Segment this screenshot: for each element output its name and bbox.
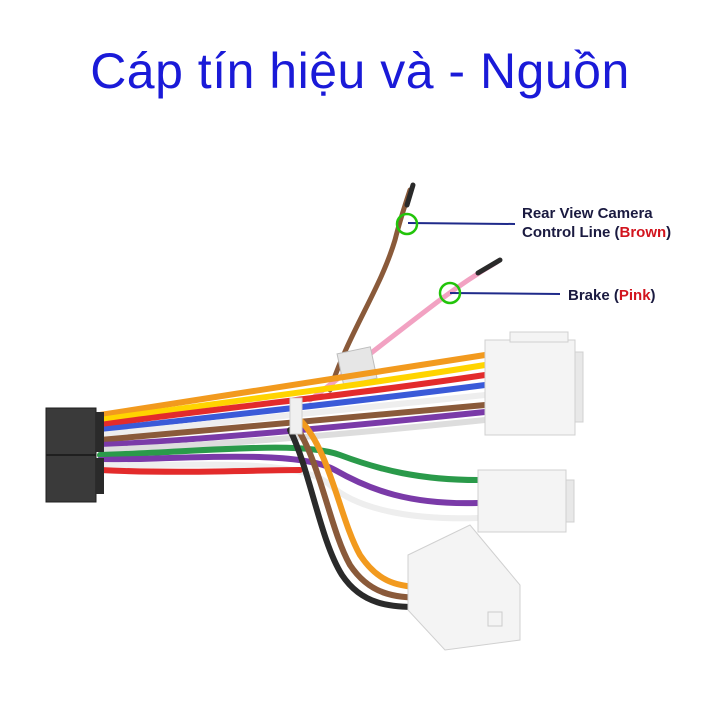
brake-callout-line <box>449 292 561 295</box>
main-bundle <box>97 352 488 453</box>
brown-wire-tip <box>404 182 416 208</box>
cable-tie <box>289 397 303 435</box>
brown-wire <box>327 187 413 393</box>
pink-wire-tip <box>475 257 503 276</box>
brake-callout-suffix: ) <box>650 287 656 304</box>
camera-callout-prefix: Control Line ( <box>522 224 620 241</box>
middle-bundle <box>97 444 481 522</box>
brake-highlight-circle <box>438 281 462 305</box>
camera-callout-color: Brown <box>619 224 667 241</box>
brake-callout-label: Brake (Pink) <box>568 286 656 305</box>
camera-callout-line2: Control Line (Brown) <box>522 223 671 242</box>
camera-callout-line1: Rear View Camera <box>522 205 653 222</box>
white-connector-middle <box>477 469 575 533</box>
bottom-bundle <box>287 417 423 610</box>
white-connector-bottom <box>407 524 521 651</box>
black-connector <box>45 407 104 503</box>
white-connector-top <box>484 331 584 436</box>
camera-callout-suffix: ) <box>666 224 672 241</box>
camera-highlight-circle <box>395 212 419 236</box>
camera-callout-label: Rear View Camera Control Line (Brown) <box>522 204 671 242</box>
camera-callout-line <box>407 222 516 225</box>
page-title: Cáp tín hiệu và - Nguồn <box>90 43 630 99</box>
brake-callout-prefix: Brake ( <box>568 287 619 304</box>
brake-callout-color: Pink <box>618 287 651 304</box>
